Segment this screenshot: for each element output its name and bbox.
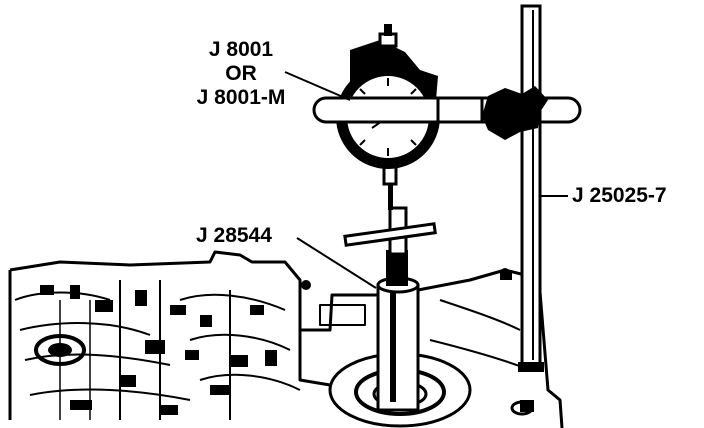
valve-body-plug [34,334,86,366]
transmission-case [8,250,564,428]
leader-lines [284,71,568,289]
adapter-label: J 28544 [196,224,272,247]
dial-indicator-label-line1: J 8001 [208,38,274,61]
dial-indicator-label-line2: OR [225,62,257,85]
valve-body-plug-center [48,343,72,357]
dial-indicator-label-line3: J 8001-M [196,86,286,109]
support-post [518,4,544,372]
clamp-knob [482,86,548,140]
valve-body-detail [40,268,534,415]
small-plug [510,400,534,416]
dial-indicator-callout: J 8001 OR J 8001-M [184,38,298,110]
adapter-tube [343,206,437,412]
support-post-label: J 25025-7 [572,184,667,207]
